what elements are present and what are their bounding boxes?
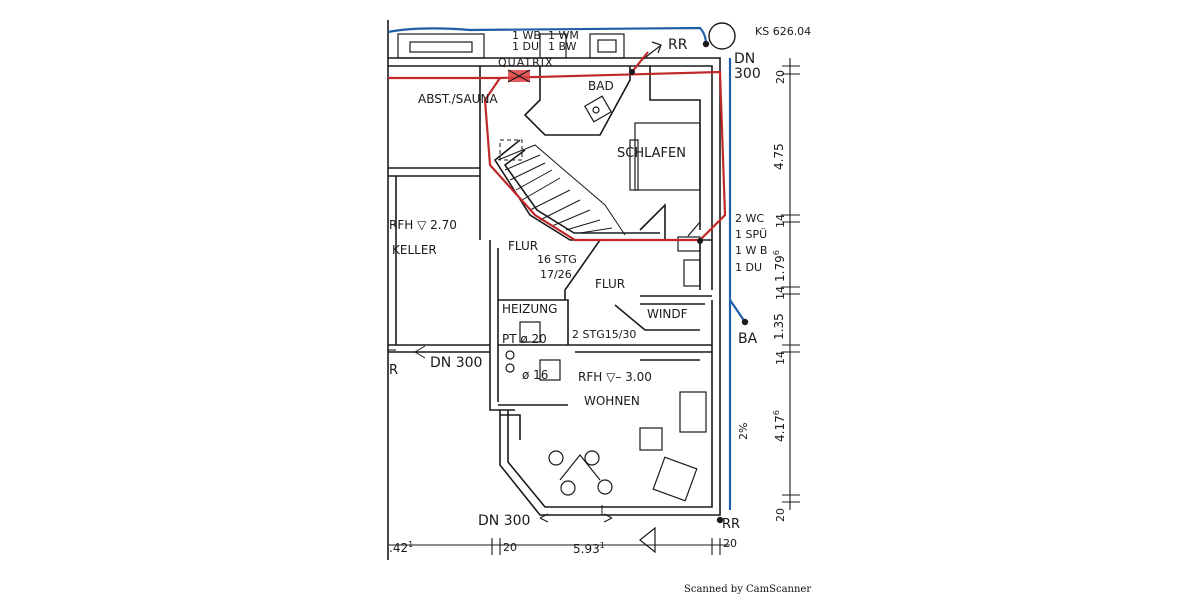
fixture-spue: 1 SPÜ (735, 228, 768, 241)
dn-top-label: DN (734, 51, 756, 67)
dim-bottom-left: .421 (389, 540, 414, 555)
pipe-node-ba (741, 318, 749, 326)
r-left-label: R (389, 363, 399, 378)
red-pipe (388, 51, 727, 242)
fixture-wb: 1 W B (735, 244, 768, 257)
blue-pipe (387, 26, 746, 510)
dim-right-9: 20 (774, 508, 787, 522)
room-wohnen: WOHNEN (584, 394, 640, 408)
pt-label: PT ø 20 (502, 332, 547, 346)
dim-right-2: 4.75 (772, 143, 786, 170)
pipe-code-label: KS 626.04 (755, 25, 812, 38)
pt-size-label: ø 16 (522, 368, 549, 382)
rr-top-label: RR (668, 37, 688, 53)
stair-main (497, 139, 626, 236)
dn-bottom-label: DN 300 (478, 513, 531, 529)
furniture (505, 41, 707, 554)
pipe-node-bottom (716, 516, 724, 524)
slope-label: 2% (737, 422, 750, 440)
dim-bottom-20b: 20 (723, 537, 737, 550)
ba-label: BA (738, 331, 758, 347)
room-abst-sauna: ABST./SAUNA (418, 92, 498, 106)
dim-bottom-mid: 5.931 (573, 541, 605, 556)
fixture-du: 1 DU (735, 261, 763, 274)
dn-left-label: DN 300 (430, 355, 483, 371)
dim-right-5: 14 (774, 286, 787, 300)
dim-right-8: 4.176 (772, 410, 787, 442)
dim-right-1: 20 (774, 70, 787, 84)
dimension-chain-bottom (388, 349, 730, 555)
fixture-wc: 2 WC (735, 212, 765, 225)
fixture-label: 1 DU (512, 40, 540, 53)
room-schlafen: SCHLAFEN (617, 146, 686, 161)
rfh-keller-label: RFH ▽ 2.70 (389, 218, 457, 232)
scanner-watermark: Scanned by CamScanner (684, 584, 812, 595)
quatrix-cross (507, 69, 531, 83)
fixture-label: 1 BW (548, 40, 577, 53)
rfh-wohnen-label: RFH ▽– 3.00 (578, 370, 652, 384)
window-marks (397, 33, 625, 59)
room-windf: WINDF (647, 307, 688, 321)
red-node-bottom (697, 238, 703, 244)
dn-top-value: 300 (734, 66, 761, 82)
dimension-chain-right (782, 58, 800, 510)
stair-small-label: 2 STG15/30 (572, 328, 637, 341)
pipe-node-top (702, 40, 710, 48)
dim-bottom-20a: 20 (503, 541, 517, 554)
quatrix-label: QUATRIX (498, 56, 554, 69)
dim-right-3: 14 (774, 214, 787, 228)
room-heizung: HEIZUNG (502, 302, 558, 316)
dim-right-6: 1.35 (772, 313, 786, 340)
inspection-shaft (708, 22, 736, 50)
dim-right-4: 1.796 (772, 250, 787, 282)
fixture-label: 1 WB (512, 29, 541, 42)
room-flur: FLUR (595, 277, 626, 291)
stair-count-label: 16 STG (537, 253, 577, 266)
arrow-marks (414, 345, 613, 523)
room-keller: KELLER (392, 243, 437, 257)
fixture-label: 1 WM (548, 29, 579, 42)
walls (387, 20, 721, 560)
red-node-top (629, 69, 635, 75)
room-flur: FLUR (508, 239, 539, 253)
dim-right-7: 14 (774, 351, 787, 365)
room-bad: BAD (588, 79, 614, 93)
rr-bottom-label: RR (722, 517, 741, 532)
stair-ratio-label: 17/26 (540, 268, 572, 281)
